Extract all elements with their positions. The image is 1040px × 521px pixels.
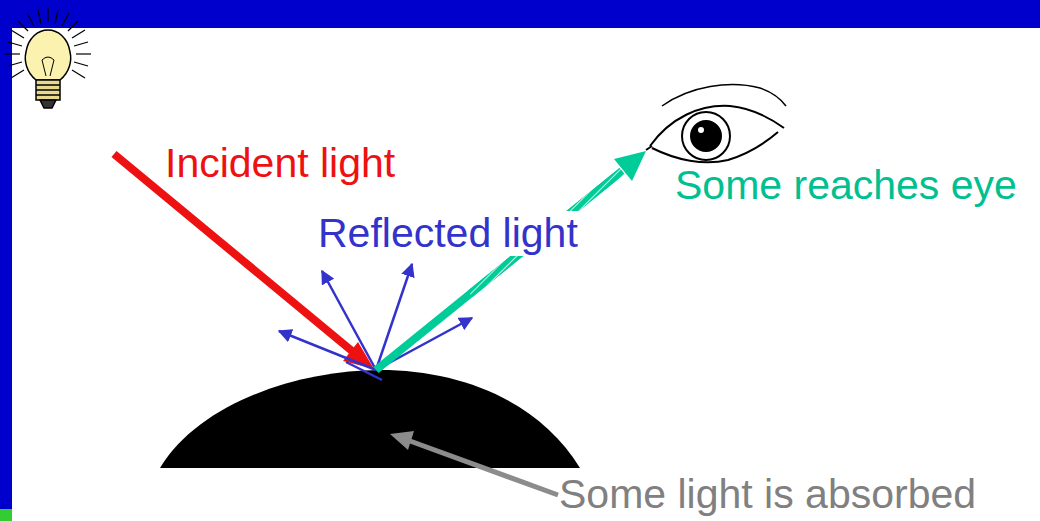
eye-arrow bbox=[376, 151, 646, 370]
label: Incident light bbox=[162, 141, 398, 186]
label: Reflected light bbox=[315, 211, 581, 256]
absorbed-arrow bbox=[390, 431, 558, 495]
light-bulb bbox=[5, 8, 91, 108]
label-holder: Some reaches eye bbox=[672, 163, 1020, 208]
label: Some light is absorbed bbox=[556, 472, 979, 517]
label-holder: Some light is absorbed bbox=[556, 472, 979, 517]
reflected-arrows bbox=[279, 264, 472, 380]
label-holder: Reflected light bbox=[315, 211, 581, 256]
surface-dome bbox=[160, 370, 580, 468]
label: Some reaches eye bbox=[672, 163, 1020, 208]
incident-arrow bbox=[114, 154, 374, 369]
corner-mark bbox=[0, 509, 12, 521]
eye bbox=[646, 85, 786, 163]
label-holder: Incident light bbox=[162, 141, 398, 186]
